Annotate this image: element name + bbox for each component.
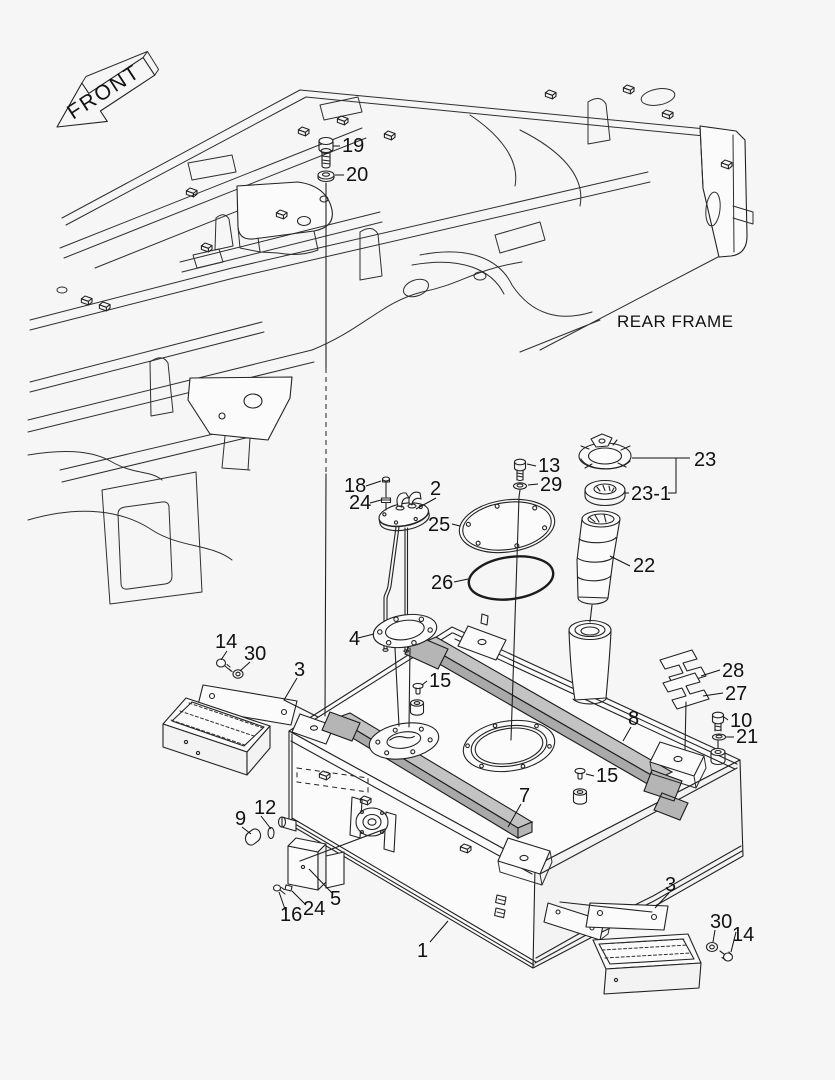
part-callout-19: 19 bbox=[342, 135, 364, 157]
filler-neck bbox=[568, 619, 612, 705]
part-callout-20: 20 bbox=[346, 164, 368, 186]
part-callout-23-1: 23-1 bbox=[631, 483, 671, 505]
part-callout-18: 18 bbox=[344, 475, 366, 497]
part-callout-3: 3 bbox=[665, 874, 676, 896]
front-direction-arrow: FRONT bbox=[56, 51, 160, 128]
part-callout-3: 3 bbox=[294, 659, 305, 681]
part-callout-29: 29 bbox=[540, 474, 562, 496]
rear-frame-drawing bbox=[27, 84, 754, 605]
part-callout-22: 22 bbox=[633, 555, 655, 577]
part-callout-5: 5 bbox=[330, 888, 341, 910]
part-callout-1: 1 bbox=[417, 940, 428, 962]
screw-14-right bbox=[719, 950, 734, 962]
part-callout-14: 14 bbox=[732, 924, 754, 946]
washer-21 bbox=[711, 733, 727, 741]
manhole-ring bbox=[462, 719, 556, 773]
strainer-22 bbox=[576, 510, 621, 605]
flange-4 bbox=[372, 613, 438, 649]
cover-plate-25 bbox=[458, 498, 556, 554]
step-assembly-right bbox=[585, 902, 702, 995]
rear-frame-caption: REAR FRAME bbox=[617, 312, 733, 331]
o-ring-26 bbox=[467, 555, 555, 601]
screw-18 bbox=[381, 476, 391, 492]
part-callout-30: 30 bbox=[244, 643, 266, 665]
part-callout-28: 28 bbox=[722, 660, 744, 682]
leader-lines bbox=[220, 145, 737, 953]
part-callout-25: 25 bbox=[428, 514, 450, 536]
bolt-19 bbox=[318, 136, 334, 169]
part-callout-24: 24 bbox=[303, 898, 325, 920]
washer-29 bbox=[512, 482, 528, 490]
cap-ring-23-1 bbox=[584, 479, 626, 507]
part-callout-2: 2 bbox=[430, 478, 441, 500]
part-callout-23: 23 bbox=[694, 449, 716, 471]
washer-30-left bbox=[232, 669, 244, 679]
filler-cap-23 bbox=[578, 433, 632, 470]
part-callout-26: 26 bbox=[431, 572, 453, 594]
part-callout-21: 21 bbox=[736, 726, 758, 748]
bolt-13 bbox=[513, 458, 527, 482]
part-callout-15: 15 bbox=[429, 670, 451, 692]
washer-20 bbox=[317, 170, 335, 183]
step-assembly-left bbox=[162, 684, 298, 776]
sender-flange-boss bbox=[368, 722, 440, 760]
part-callout-15: 15 bbox=[596, 765, 618, 787]
washer-30-right bbox=[705, 941, 719, 953]
assembly-lines bbox=[283, 182, 719, 913]
screw-16 bbox=[272, 884, 286, 895]
part-callout-8: 8 bbox=[628, 708, 639, 730]
part-callout-12: 12 bbox=[254, 797, 276, 819]
part-callout-16: 16 bbox=[280, 904, 302, 926]
washer-12 bbox=[267, 826, 275, 840]
rubber-mount bbox=[710, 747, 726, 766]
nut-24-upper bbox=[380, 497, 392, 504]
bolt-10 bbox=[711, 711, 725, 732]
part-callout-14: 14 bbox=[215, 631, 237, 653]
part-callout-30: 30 bbox=[710, 911, 732, 933]
part-callout-10: 10 bbox=[730, 710, 752, 732]
part-callout-13: 13 bbox=[538, 455, 560, 477]
nut-24-lower bbox=[284, 884, 293, 892]
part-callout-4: 4 bbox=[349, 628, 360, 650]
part-callout-9: 9 bbox=[235, 808, 246, 830]
part-callout-24: 24 bbox=[349, 492, 371, 514]
part-callout-27: 27 bbox=[725, 683, 747, 705]
screw-14-left bbox=[215, 658, 233, 673]
shim-27 bbox=[662, 672, 710, 710]
part-callout-7: 7 bbox=[519, 785, 530, 807]
